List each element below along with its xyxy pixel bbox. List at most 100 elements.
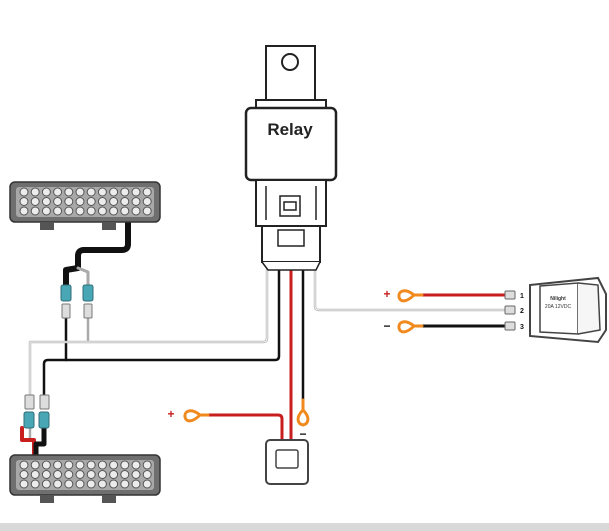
led-lens [86, 206, 96, 216]
bottom-border [0, 523, 609, 531]
led-lens [41, 197, 51, 206]
led-lens [142, 470, 152, 479]
led-lens [109, 187, 119, 197]
led-lens [53, 460, 63, 470]
led-light-bar-bottom-icon [9, 454, 161, 503]
led-lens [131, 470, 141, 479]
fuse-positive-red [206, 413, 284, 442]
led-lens [53, 206, 63, 216]
ring-terminals [183, 289, 424, 427]
led-lens [131, 460, 141, 470]
led-lens [19, 206, 29, 216]
led-lens [53, 187, 63, 197]
connector-bottom-left [23, 394, 35, 429]
switch-signal-grey-inner [314, 269, 511, 311]
led-lens [86, 479, 96, 489]
led-lens [53, 197, 63, 206]
led-array-bottom [19, 460, 152, 489]
led-lens [75, 479, 85, 489]
switch-pin-3: 3 [520, 324, 524, 331]
led-lens [120, 479, 130, 489]
led-lens [30, 460, 40, 470]
led-lens [120, 470, 130, 479]
switch-connector-1 [504, 290, 516, 300]
led-lens [75, 197, 85, 206]
led-lens [53, 470, 63, 479]
switch-pin-1: 1 [520, 293, 524, 300]
led-lens [64, 197, 74, 206]
led-lens [19, 187, 29, 197]
ring-terminal-ground-icon [296, 398, 310, 427]
led-lens [120, 460, 130, 470]
led-lens [75, 470, 85, 479]
led-array-top [19, 187, 152, 216]
led-lens [41, 470, 51, 479]
relay-label: Relay [267, 120, 313, 139]
relay-body [244, 106, 338, 182]
led-lens [86, 197, 96, 206]
lightbar-negative-bus [42, 268, 281, 397]
led-lens [19, 479, 29, 489]
switch-rating: 20A 12VDC [545, 304, 572, 310]
led-lens [131, 479, 141, 489]
led-light-bar-top-icon [9, 181, 161, 230]
led-lens [120, 197, 130, 206]
connectors [23, 284, 516, 429]
connector-top-left [60, 284, 72, 319]
wires [20, 219, 512, 461]
top-bar-harness-black [63, 219, 131, 288]
led-lens [64, 479, 74, 489]
led-lens [41, 479, 51, 489]
led-lens [19, 197, 29, 206]
led-lens [41, 187, 51, 197]
led-lens [75, 187, 85, 197]
led-lens [142, 206, 152, 216]
ring-terminal-switch-negative-icon [397, 320, 424, 334]
ground-negative-sign: − [299, 427, 306, 441]
led-lens [41, 460, 51, 470]
led-lens [142, 187, 152, 197]
led-lens [64, 470, 74, 479]
led-lens [19, 470, 29, 479]
led-lens [30, 206, 40, 216]
led-lens [97, 206, 107, 216]
bottom-bar-harness-black [33, 425, 47, 461]
led-lens [131, 206, 141, 216]
switch-positive-sign: + [383, 287, 390, 301]
led-lens [64, 187, 74, 197]
top-bar-harness-grey [76, 266, 90, 287]
led-lens [131, 187, 141, 197]
led-lens [97, 187, 107, 197]
led-lens [75, 460, 85, 470]
relay: Relay [244, 45, 338, 271]
led-lens [41, 206, 51, 216]
led-lens [109, 197, 119, 206]
led-lens [142, 479, 152, 489]
led-lens [75, 206, 85, 216]
led-lens [64, 460, 74, 470]
relay-signal-wire-grey-inner [29, 269, 268, 396]
led-lens [109, 206, 119, 216]
led-lens [30, 470, 40, 479]
relay-mounting-hole [281, 53, 299, 71]
led-lens [30, 479, 40, 489]
rocker-switch-icon: Nilight 20A 12VDC 1 2 3 [520, 276, 607, 344]
switch-signal-grey [313, 268, 512, 312]
led-lens [97, 460, 107, 470]
led-lens [30, 187, 40, 197]
led-lens [109, 479, 119, 489]
led-lens [120, 187, 130, 197]
led-lens [109, 460, 119, 470]
led-lens [86, 460, 96, 470]
led-lens [142, 197, 152, 206]
connector-top-right [82, 284, 94, 319]
led-lens [120, 206, 130, 216]
led-lens [142, 460, 152, 470]
led-lens [19, 460, 29, 470]
switch-brand: Nilight [550, 296, 566, 302]
switch-connector-3 [504, 321, 516, 331]
led-lens [97, 470, 107, 479]
fuse-holder-icon [265, 439, 309, 485]
led-lens [30, 197, 40, 206]
